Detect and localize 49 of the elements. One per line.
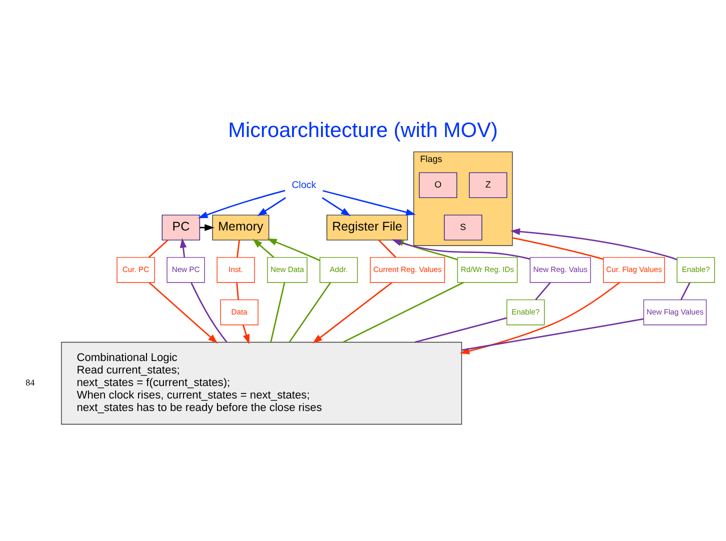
connector [148, 239, 168, 258]
connector [535, 282, 551, 300]
connector [512, 236, 604, 260]
node-box: New Flag Values [643, 298, 707, 325]
node-box: S [444, 214, 482, 240]
node-box: Data [220, 298, 258, 325]
connector [270, 282, 286, 342]
node-box: Rd/Wr Reg. IDs [457, 256, 518, 282]
arrow [198, 189, 286, 218]
label: 84 [26, 377, 35, 388]
node-box: Register File [326, 214, 408, 240]
node-box: PC [162, 214, 200, 240]
arrow [242, 324, 250, 344]
connector [378, 239, 396, 258]
node-box: Enable? [506, 298, 545, 325]
arrow [180, 238, 187, 257]
node-box: Combinational Logic Read current_states; next_states = f(current_states); When clock rises, current_states = next_states; next_states has to be ready before the close rises [61, 341, 462, 424]
node-box: Current Reg. Values [370, 256, 445, 282]
connector [236, 282, 239, 300]
diagram-title: Microarchitecture (with MOV) [228, 118, 498, 142]
node-box: Enable? [676, 256, 715, 282]
node-box: New PC [166, 256, 205, 282]
connector [680, 282, 690, 300]
connector [288, 282, 331, 342]
node-box: O [418, 172, 458, 198]
connector [462, 318, 644, 350]
arrow [322, 190, 416, 216]
arrow [148, 282, 218, 344]
node-box: Cur. PC [116, 256, 155, 282]
arrow [267, 238, 320, 261]
node-box: New Reg. Valus [530, 256, 591, 282]
arrow [257, 196, 286, 216]
node-text: Clock [292, 179, 316, 190]
arrow [460, 281, 620, 354]
arrow [322, 196, 351, 216]
node-box: Memory [212, 214, 270, 240]
node-box: Addr. [320, 256, 358, 282]
node-box: Cur. Flag Values [603, 256, 665, 282]
arrow [510, 228, 678, 260]
connector [236, 240, 240, 257]
arrow [252, 238, 274, 258]
node-box: New Data [267, 256, 308, 282]
node-box: Inst. [216, 256, 255, 282]
arrow [312, 282, 392, 343]
connector [414, 316, 507, 342]
connector [342, 281, 464, 342]
node-box: Z [468, 172, 508, 198]
connector [190, 282, 228, 342]
arrow [200, 224, 214, 230]
